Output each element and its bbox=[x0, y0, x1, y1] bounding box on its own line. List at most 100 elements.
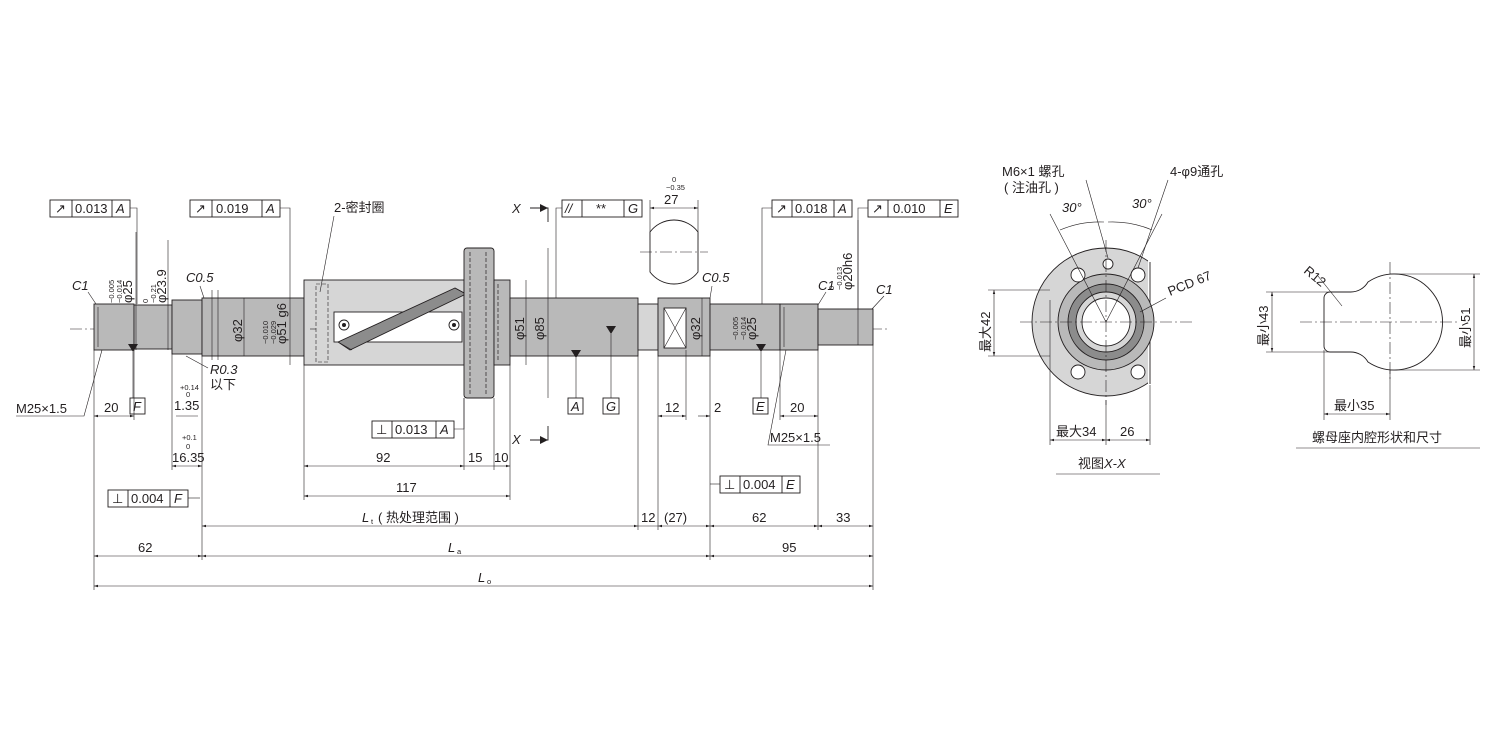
angle-left: 30° bbox=[1062, 200, 1082, 215]
svg-text:95: 95 bbox=[782, 540, 796, 555]
svg-text:0: 0 bbox=[827, 286, 836, 290]
svg-text:φ23.9: φ23.9 bbox=[154, 269, 169, 303]
svg-text:0: 0 bbox=[186, 390, 190, 399]
tolerance-frame-nut-parallel: // ** G bbox=[555, 199, 643, 298]
svg-text:2: 2 bbox=[714, 400, 721, 415]
nut-spigot bbox=[493, 279, 511, 366]
svg-text:16.35: 16.35 bbox=[172, 450, 205, 465]
svg-text:0: 0 bbox=[186, 442, 190, 451]
datum-a: A bbox=[570, 399, 580, 414]
svg-text:最小35: 最小35 bbox=[1334, 398, 1374, 413]
angle-right: 30° bbox=[1132, 196, 1152, 211]
svg-text:L: L bbox=[362, 510, 369, 525]
svg-text:φ51: φ51 bbox=[512, 317, 527, 340]
svg-text:12: 12 bbox=[665, 400, 679, 415]
svg-text:−0.029: −0.029 bbox=[269, 321, 278, 344]
svg-text:E: E bbox=[786, 477, 795, 492]
tolerance-frame-shaft-runout: ↗ 0.019 A bbox=[189, 199, 291, 280]
svg-text:0.018: 0.018 bbox=[795, 201, 828, 216]
right-thread bbox=[779, 303, 819, 351]
chamfer-c1-right: C1 bbox=[876, 282, 893, 297]
svg-text:↗: ↗ bbox=[195, 201, 206, 216]
svg-text:a: a bbox=[457, 547, 462, 556]
svg-text:0.019: 0.019 bbox=[216, 201, 249, 216]
tolerance-frame-flange-perpendicular: ⊥ 0.013 A bbox=[371, 398, 465, 439]
svg-text:最小51: 最小51 bbox=[1458, 308, 1473, 348]
svg-text:A: A bbox=[115, 201, 125, 216]
left-thread-journal bbox=[93, 303, 135, 351]
svg-text:+0.14: +0.14 bbox=[180, 383, 199, 392]
m6-hole-note: ( 注油孔 ) bbox=[1004, 180, 1059, 195]
section-mark-bottom: X bbox=[511, 432, 522, 447]
svg-text:62: 62 bbox=[752, 510, 766, 525]
thread-left-label: M25×1.5 bbox=[16, 401, 67, 416]
through-hole-icon bbox=[1130, 364, 1146, 380]
radius-note: 以下 bbox=[210, 377, 236, 392]
svg-text:↗: ↗ bbox=[776, 201, 787, 216]
oil-hole-icon bbox=[1102, 258, 1114, 270]
svg-text:0.013: 0.013 bbox=[75, 201, 108, 216]
svg-text:L: L bbox=[478, 570, 485, 585]
svg-text:最大34: 最大34 bbox=[1056, 424, 1096, 439]
svg-text:0.004: 0.004 bbox=[743, 477, 776, 492]
cavity-caption: 螺母座内腔形状和尺寸 bbox=[1312, 430, 1442, 445]
svg-text:φ25: φ25 bbox=[744, 317, 759, 340]
svg-text:φ51 g6: φ51 g6 bbox=[274, 303, 289, 344]
svg-text:⊥: ⊥ bbox=[724, 477, 735, 492]
datum-g: G bbox=[606, 399, 616, 414]
left-shoulder bbox=[171, 299, 203, 355]
svg-text:φ20h6: φ20h6 bbox=[840, 253, 855, 290]
svg-text:0: 0 bbox=[672, 175, 676, 184]
chamfer-c1-mid: C1 bbox=[818, 278, 835, 293]
svg-text:A: A bbox=[439, 422, 449, 437]
cavity-radius-label: R12 bbox=[1301, 263, 1329, 290]
svg-text:10: 10 bbox=[494, 450, 508, 465]
section-mark-top: X bbox=[511, 201, 522, 216]
svg-text:−0.005: −0.005 bbox=[731, 317, 740, 340]
svg-text:最小43: 最小43 bbox=[1256, 306, 1271, 346]
cavity-view: R12 最小43 最小51 最小35 螺母座内腔形状和尺寸 bbox=[1256, 262, 1480, 449]
chamfer-c05-right: C0.5 bbox=[702, 270, 730, 285]
runout-symbol: ↗ bbox=[55, 201, 66, 216]
svg-text:−0.005: −0.005 bbox=[107, 280, 116, 303]
shaft-section-left bbox=[201, 297, 305, 357]
svg-text:−0.013: −0.013 bbox=[835, 267, 844, 290]
tolerance-frame-left-runout: ↗ 0.013 A bbox=[49, 199, 138, 304]
svg-text:27: 27 bbox=[664, 192, 678, 207]
svg-text:L: L bbox=[448, 540, 455, 555]
through-hole-label: 4-φ9通孔 bbox=[1170, 164, 1223, 179]
svg-text:26: 26 bbox=[1120, 424, 1134, 439]
svg-text:最大42: 最大42 bbox=[978, 312, 993, 352]
svg-text://: // bbox=[564, 201, 574, 216]
svg-text:↗: ↗ bbox=[872, 201, 883, 216]
svg-text:1.35: 1.35 bbox=[174, 398, 199, 413]
svg-text:⊥: ⊥ bbox=[376, 422, 387, 437]
svg-text:15: 15 bbox=[468, 450, 482, 465]
diameter-callouts: φ25 −0.005 −0.014 φ23.9 0 −0.21 φ32 φ51 … bbox=[107, 175, 859, 398]
svg-text:t: t bbox=[371, 517, 374, 526]
svg-text:0: 0 bbox=[141, 299, 150, 303]
seal-label: 2-密封圈 bbox=[334, 200, 385, 215]
tolerance-frame-right-runout-e: ↗ 0.010 E bbox=[857, 199, 959, 309]
radius-label: R0.3 bbox=[210, 362, 238, 377]
right-neck bbox=[637, 303, 659, 351]
tolerance-frame-right-runout-a: ↗ 0.018 A bbox=[761, 199, 853, 304]
svg-text:0.004: 0.004 bbox=[131, 491, 164, 506]
svg-text:92: 92 bbox=[376, 450, 390, 465]
svg-text:−0.010: −0.010 bbox=[261, 321, 270, 344]
right-end-journal bbox=[817, 308, 874, 346]
length-dimensions: 20 +0.14 0 1.35 +0.1 0 16.35 12 2 20 92 … bbox=[93, 345, 874, 590]
cavity-outline bbox=[1323, 273, 1443, 371]
through-hole-icon bbox=[1070, 364, 1086, 380]
svg-text:0.013: 0.013 bbox=[395, 422, 428, 437]
shaft-section-right bbox=[509, 297, 639, 357]
svg-text:⊥: ⊥ bbox=[112, 491, 123, 506]
svg-text:o: o bbox=[487, 577, 491, 586]
svg-text:φ32: φ32 bbox=[688, 317, 703, 340]
svg-text:( 热处理范围 ): ( 热处理范围 ) bbox=[378, 510, 459, 525]
shaft-view bbox=[70, 247, 890, 399]
svg-text:F: F bbox=[174, 491, 183, 506]
svg-text:(27): (27) bbox=[664, 510, 687, 525]
chamfer-c05-left: C0.5 bbox=[186, 270, 214, 285]
